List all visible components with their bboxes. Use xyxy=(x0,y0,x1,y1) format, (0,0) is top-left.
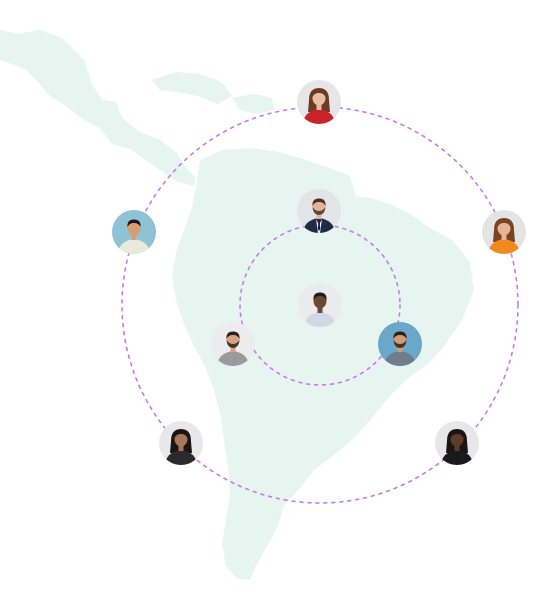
portrait-hair xyxy=(127,219,141,227)
portrait-beard xyxy=(312,207,326,215)
person-portrait xyxy=(211,322,255,366)
portrait-face xyxy=(312,90,326,106)
portrait-hair xyxy=(313,292,327,300)
person-portrait xyxy=(378,322,422,366)
portrait-beard xyxy=(226,340,240,348)
portrait-hair xyxy=(174,430,188,438)
map-south-america xyxy=(172,148,474,580)
portrait-shirt xyxy=(217,351,249,366)
portrait-neck xyxy=(454,445,460,451)
person-portrait xyxy=(435,421,479,465)
portrait-hair xyxy=(393,331,407,339)
portrait-beard xyxy=(393,340,407,348)
outer-ring-avatar-upper-right[interactable] xyxy=(482,210,526,254)
portrait-shirt xyxy=(118,239,150,254)
outer-ring xyxy=(121,106,519,504)
portrait-face xyxy=(127,220,141,236)
portrait-shirt xyxy=(303,109,335,124)
portrait-neck xyxy=(131,234,137,240)
portrait-neck xyxy=(501,234,507,240)
portrait-face xyxy=(174,431,188,447)
map-caribbean-hispaniola xyxy=(232,94,274,114)
map-caribbean-cuba xyxy=(152,72,232,104)
portrait-tie xyxy=(317,221,321,231)
portrait-shirt xyxy=(384,351,416,366)
portrait-face xyxy=(313,293,327,309)
person-portrait xyxy=(482,210,526,254)
portrait-neck xyxy=(230,346,236,352)
portrait-neck xyxy=(397,346,403,352)
map-mexico-central-america xyxy=(0,30,196,186)
person-portrait xyxy=(297,80,341,124)
outer-ring-avatar-lower-left[interactable] xyxy=(159,421,203,465)
outer-ring-avatar-lower-right[interactable] xyxy=(435,421,479,465)
inner-ring-avatar-top[interactable] xyxy=(297,189,341,233)
portrait-shirt xyxy=(165,450,197,465)
portrait-neck xyxy=(316,104,322,110)
portrait-hair xyxy=(450,430,464,438)
portrait-neck xyxy=(178,445,184,451)
person-portrait xyxy=(298,283,342,327)
person-portrait xyxy=(297,189,341,233)
portrait-face xyxy=(450,431,464,447)
inner-ring-avatar-right[interactable] xyxy=(378,322,422,366)
outer-ring-avatar-upper-left[interactable] xyxy=(112,210,156,254)
portrait-hair xyxy=(497,219,511,227)
person-portrait xyxy=(159,421,203,465)
portrait-face xyxy=(497,220,511,236)
portrait-hair xyxy=(312,89,326,97)
portrait-neck xyxy=(316,213,322,219)
portrait-shirt xyxy=(304,312,336,327)
center-person-avatar[interactable] xyxy=(298,283,342,327)
portrait-hair xyxy=(226,331,240,339)
portrait-shirt xyxy=(488,239,520,254)
outer-ring-avatar-top[interactable] xyxy=(297,80,341,124)
portrait-hair xyxy=(312,198,326,206)
portrait-neck xyxy=(317,307,323,313)
portrait-shirt xyxy=(441,450,473,465)
inner-ring-avatar-left[interactable] xyxy=(211,322,255,366)
person-portrait xyxy=(112,210,156,254)
